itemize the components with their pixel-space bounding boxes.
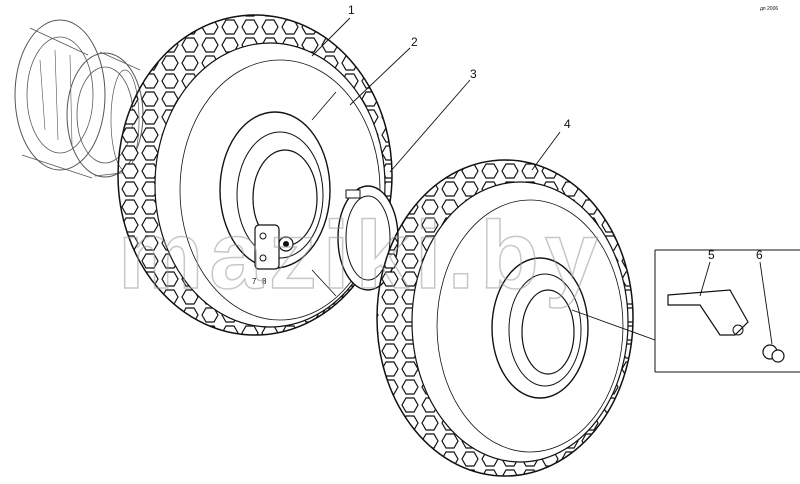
callout-6: 6 xyxy=(756,248,763,262)
corner-mark: дп 2006 xyxy=(760,6,778,12)
callout-1: 1 xyxy=(348,3,355,17)
inset-parts-box xyxy=(654,249,800,373)
callout-5: 5 xyxy=(708,248,715,262)
leader-lines xyxy=(311,17,773,345)
callout-4: 4 xyxy=(564,117,571,131)
callout-3: 3 xyxy=(470,67,477,81)
callout-2: 2 xyxy=(411,35,418,49)
watermark: maziki.by xyxy=(118,202,604,309)
tire-front xyxy=(117,14,393,336)
tire-rear xyxy=(376,159,634,477)
label-8: 8 xyxy=(262,277,267,286)
valve-assembly xyxy=(254,224,294,270)
label-7: 7 xyxy=(252,277,257,286)
